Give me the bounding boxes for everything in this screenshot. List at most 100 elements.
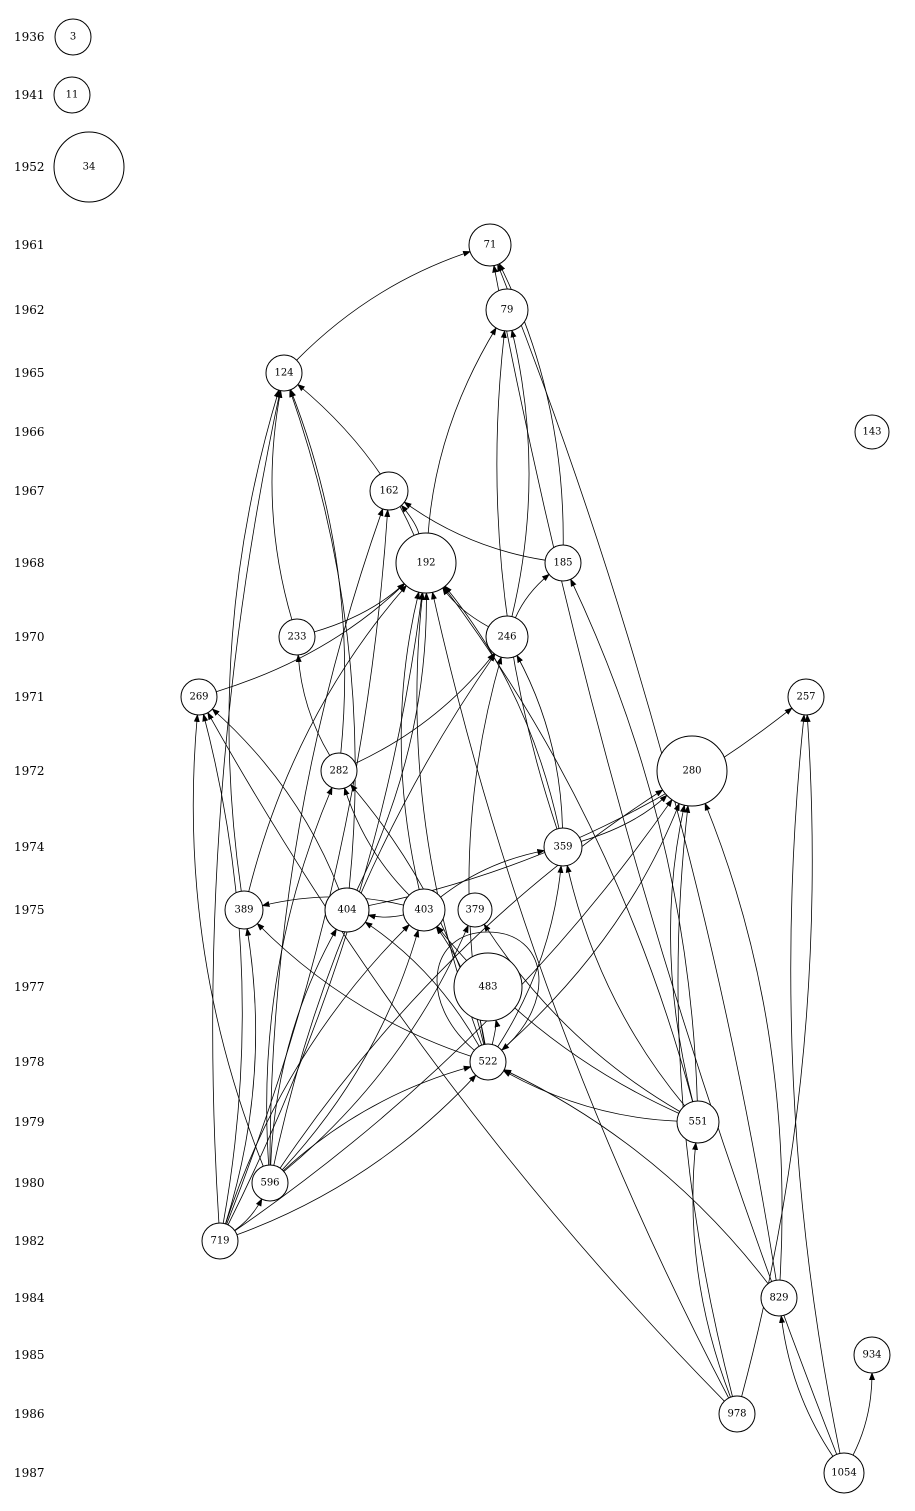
year-label-1967: 1967 bbox=[14, 484, 45, 498]
edge-551-to-185 bbox=[570, 578, 698, 1102]
year-label-1980: 1980 bbox=[14, 1176, 45, 1190]
edge-246-to-192 bbox=[442, 586, 489, 628]
edge-246-to-185 bbox=[515, 573, 550, 618]
node-circle-124 bbox=[265, 354, 303, 392]
node-label-233: 233 bbox=[287, 632, 306, 643]
node-circle-1054 bbox=[823, 1452, 865, 1494]
node-label-124: 124 bbox=[274, 368, 293, 379]
node-circle-404 bbox=[324, 887, 370, 933]
node-359: 359 bbox=[543, 827, 583, 867]
node-circle-282 bbox=[320, 752, 358, 790]
node-circle-185 bbox=[544, 544, 582, 582]
edge-269-to-192 bbox=[216, 583, 406, 693]
node-circle-483 bbox=[453, 952, 523, 1022]
edge-233-to-192 bbox=[314, 582, 405, 633]
node-circle-233 bbox=[278, 618, 316, 656]
year-label-1972: 1972 bbox=[14, 764, 45, 778]
node-label-143: 143 bbox=[862, 427, 881, 438]
edge-246-to-79 bbox=[510, 329, 530, 617]
node-404: 404 bbox=[324, 887, 370, 933]
edge-loop-522 bbox=[436, 931, 540, 1051]
year-label-1971: 1971 bbox=[14, 690, 45, 704]
node-3: 3 bbox=[54, 18, 92, 56]
node-label-978: 978 bbox=[727, 1409, 746, 1420]
edge-403-to-359 bbox=[440, 848, 546, 898]
node-257: 257 bbox=[787, 678, 825, 716]
year-label-1985: 1985 bbox=[14, 1348, 45, 1362]
edge-282-to-246 bbox=[355, 652, 495, 764]
node-label-522: 522 bbox=[478, 1057, 497, 1068]
node-circle-3 bbox=[54, 18, 92, 56]
node-label-379: 379 bbox=[465, 905, 484, 916]
node-label-79: 79 bbox=[501, 305, 514, 316]
year-label-1961: 1961 bbox=[14, 238, 45, 252]
edge-282-to-233 bbox=[295, 654, 331, 756]
edge-359-to-192 bbox=[444, 585, 560, 829]
node-389: 389 bbox=[224, 890, 264, 930]
node-circle-257 bbox=[787, 678, 825, 716]
node-label-282: 282 bbox=[329, 766, 348, 777]
node-circle-143 bbox=[854, 414, 890, 450]
edge-404-to-124 bbox=[289, 389, 356, 889]
edge-829-to-522 bbox=[503, 1069, 769, 1284]
node-label-403: 403 bbox=[414, 905, 433, 916]
year-label-1970: 1970 bbox=[14, 630, 45, 644]
node-1054: 1054 bbox=[823, 1452, 865, 1494]
node-label-71: 71 bbox=[484, 240, 497, 251]
node-label-162: 162 bbox=[379, 486, 398, 497]
edge-551-to-403 bbox=[436, 925, 680, 1114]
node-280: 280 bbox=[656, 735, 728, 807]
node-label-551: 551 bbox=[688, 1117, 707, 1128]
node-34: 34 bbox=[53, 131, 125, 203]
node-circle-11 bbox=[53, 76, 91, 114]
edge-719-to-596 bbox=[234, 1198, 263, 1231]
node-label-596: 596 bbox=[260, 1178, 279, 1189]
node-circle-829 bbox=[760, 1279, 798, 1317]
node-403: 403 bbox=[402, 888, 446, 932]
year-label-1974: 1974 bbox=[14, 840, 45, 854]
edge-978-to-192 bbox=[431, 591, 730, 1399]
edge-719-to-522 bbox=[236, 1074, 477, 1236]
node-label-192: 192 bbox=[416, 558, 435, 569]
node-label-389: 389 bbox=[234, 905, 253, 916]
edge-233-to-124 bbox=[271, 389, 293, 620]
edge-596-to-379 bbox=[283, 924, 469, 1172]
edge-719-to-269 bbox=[202, 713, 243, 1224]
node-162: 162 bbox=[369, 471, 409, 511]
year-label-1982: 1982 bbox=[14, 1234, 45, 1248]
edge-282-to-124 bbox=[290, 388, 346, 754]
node-522: 522 bbox=[469, 1043, 507, 1081]
node-11: 11 bbox=[53, 76, 91, 114]
node-246: 246 bbox=[485, 615, 529, 659]
edge-522-to-389 bbox=[256, 922, 472, 1057]
node-483: 483 bbox=[453, 952, 523, 1022]
edge-551-to-522 bbox=[502, 1070, 678, 1122]
node-192: 192 bbox=[395, 532, 457, 594]
edge-522-to-280 bbox=[501, 802, 680, 1051]
node-185: 185 bbox=[544, 544, 582, 582]
node-label-934: 934 bbox=[862, 1350, 881, 1361]
year-label-1986: 1986 bbox=[14, 1407, 45, 1421]
edge-522-to-483 bbox=[491, 1019, 501, 1045]
year-label-1965: 1965 bbox=[14, 366, 45, 380]
edge-359-to-280 bbox=[581, 794, 668, 842]
node-circle-79 bbox=[485, 288, 529, 332]
node-934: 934 bbox=[853, 1336, 891, 1374]
edge-1054-to-71 bbox=[492, 264, 838, 1455]
year-label-1941: 1941 bbox=[14, 88, 45, 102]
node-124: 124 bbox=[265, 354, 303, 392]
year-label-1975: 1975 bbox=[14, 903, 45, 917]
edge-192-to-79 bbox=[427, 327, 497, 534]
year-label-1977: 1977 bbox=[14, 980, 45, 994]
node-circle-596 bbox=[251, 1164, 289, 1202]
node-379: 379 bbox=[457, 892, 493, 928]
edge-389-to-124 bbox=[228, 389, 280, 892]
year-label-1984: 1984 bbox=[14, 1291, 45, 1305]
edge-359-to-246 bbox=[516, 654, 563, 829]
node-label-3: 3 bbox=[70, 32, 76, 43]
node-143: 143 bbox=[854, 414, 890, 450]
node-circle-522 bbox=[469, 1043, 507, 1081]
node-circle-403 bbox=[402, 888, 446, 932]
node-71: 71 bbox=[468, 223, 512, 267]
